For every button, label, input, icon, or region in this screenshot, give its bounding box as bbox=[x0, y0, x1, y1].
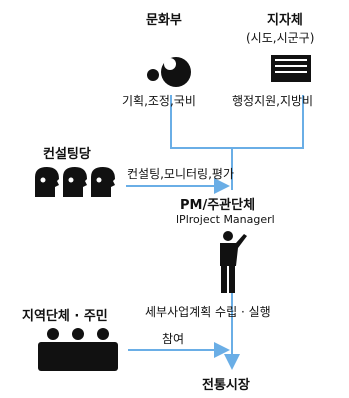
pm-task-label: 세부사업계획 수립 · 실행 bbox=[145, 305, 271, 319]
participation-label: 참여 bbox=[162, 332, 185, 346]
consulting-label: 컨설팅당 bbox=[43, 147, 91, 162]
local-support-label: 행정지원,지방비 bbox=[232, 94, 314, 108]
pm-sublabel: lPlroject Managerl bbox=[176, 213, 275, 226]
globe-icon bbox=[147, 57, 191, 87]
consulting-support-label: 컨설팅,모니터링,평가 bbox=[127, 167, 234, 181]
line-ministry bbox=[170, 95, 232, 149]
line-local-gov bbox=[232, 95, 304, 149]
pm-label: PM/주관단체 bbox=[180, 198, 256, 213]
local-gov-label: 지자체 bbox=[267, 13, 303, 28]
ministry-support-label: 기획,조정,국비 bbox=[122, 94, 196, 108]
community-icon bbox=[38, 328, 118, 371]
manager-icon bbox=[220, 231, 247, 293]
consultants-icon bbox=[35, 167, 115, 197]
market-label: 전통시장 bbox=[202, 378, 250, 393]
local-gov-sublabel: (시도,시군구) bbox=[246, 31, 315, 45]
community-label: 지역단체 · 주민 bbox=[22, 309, 108, 324]
culture-ministry-label: 문화부 bbox=[146, 13, 182, 28]
document-stack-icon bbox=[271, 55, 311, 82]
